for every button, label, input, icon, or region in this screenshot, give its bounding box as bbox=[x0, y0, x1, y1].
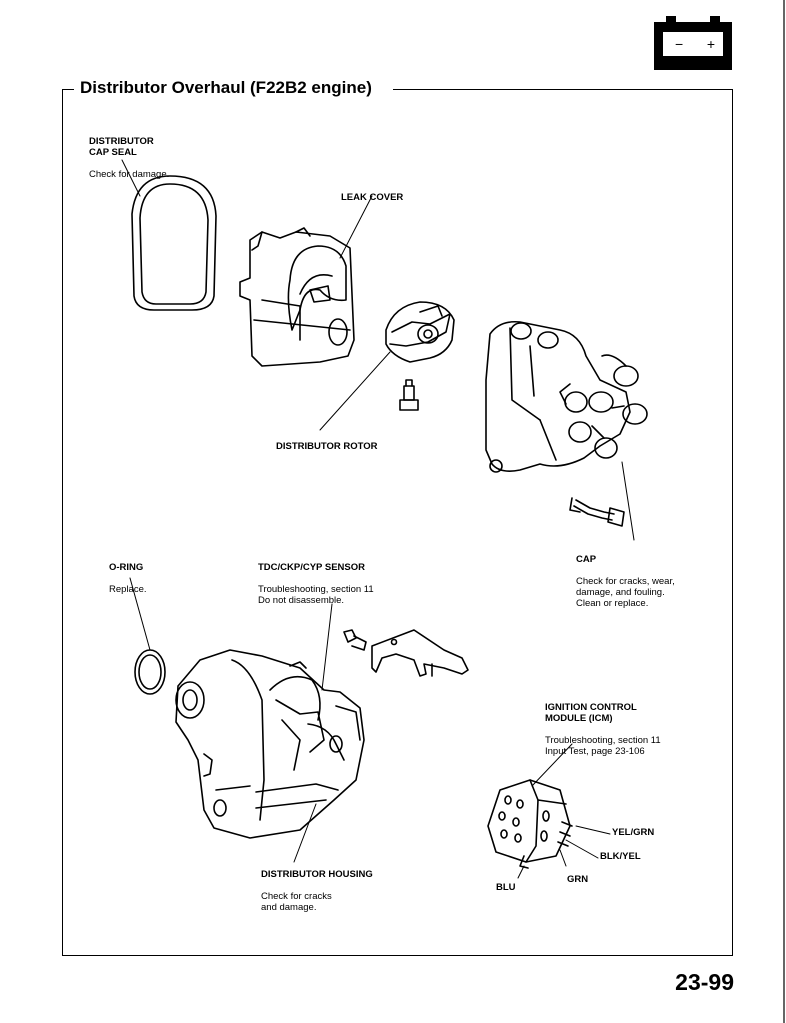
label-o-ring: O-RING Replace. bbox=[109, 551, 147, 606]
frame-top-left bbox=[62, 89, 74, 90]
label-wire-blk-yel: BLK/YEL bbox=[600, 851, 641, 862]
cap-screw bbox=[569, 497, 625, 527]
frame-top-right bbox=[393, 89, 732, 90]
label-sensor: TDC/CKP/CYP SENSOR Troubleshooting, sect… bbox=[258, 551, 374, 617]
label-rotor: DISTRIBUTOR ROTOR bbox=[276, 430, 378, 463]
distributor-rotor bbox=[385, 301, 455, 363]
label-cap-seal-desc: Check for damage. bbox=[89, 169, 170, 180]
label-cap-seal-heading: DISTRIBUTOR CAP SEAL bbox=[89, 136, 154, 158]
distributor-cap bbox=[485, 320, 648, 473]
ignition-control-module bbox=[487, 779, 573, 869]
label-o-ring-heading: O-RING bbox=[109, 562, 144, 573]
battery-icon: − + bbox=[654, 16, 732, 70]
label-wire-yel-grn: YEL/GRN bbox=[612, 827, 655, 838]
label-cap-heading: CAP bbox=[576, 554, 597, 565]
leader-lines bbox=[121, 159, 635, 879]
label-housing: DISTRIBUTOR HOUSING Check for cracks and… bbox=[261, 858, 373, 924]
label-wire-grn: GRN bbox=[567, 874, 589, 885]
distributor-housing bbox=[175, 649, 365, 839]
label-rotor-heading: DISTRIBUTOR ROTOR bbox=[276, 441, 378, 452]
label-icm-desc: Troubleshooting, section 11 Input Test, … bbox=[545, 735, 661, 757]
page-title: Distributor Overhaul (F22B2 engine) bbox=[80, 78, 372, 97]
rotor-screw bbox=[399, 379, 419, 411]
diagram-frame bbox=[62, 89, 733, 956]
bracket-screw bbox=[343, 629, 367, 651]
label-cap-desc: Check for cracks, wear, damage, and foul… bbox=[576, 576, 675, 609]
label-leak-cover: LEAK COVER bbox=[341, 181, 403, 214]
label-housing-heading: DISTRIBUTOR HOUSING bbox=[261, 869, 373, 880]
label-o-ring-desc: Replace. bbox=[109, 584, 147, 595]
label-cap: CAP Check for cracks, wear, damage, and … bbox=[576, 543, 675, 620]
battery-minus: − bbox=[675, 36, 684, 52]
sensor-bracket bbox=[371, 629, 469, 677]
o-ring bbox=[134, 649, 166, 695]
cap-seal-gasket bbox=[131, 175, 217, 311]
label-sensor-desc: Troubleshooting, section 11 Do not disas… bbox=[258, 584, 374, 606]
label-cap-seal: DISTRIBUTOR CAP SEAL Check for damage. bbox=[89, 125, 169, 191]
label-wire-blu: BLU bbox=[496, 882, 516, 893]
battery-terminal-left bbox=[666, 16, 676, 23]
battery-terminal-right bbox=[710, 16, 720, 23]
battery-plus: + bbox=[706, 36, 715, 52]
page-edge bbox=[783, 0, 785, 1023]
leak-cover bbox=[239, 227, 355, 367]
label-sensor-heading: TDC/CKP/CYP SENSOR bbox=[258, 562, 365, 573]
label-leak-cover-heading: LEAK COVER bbox=[341, 192, 404, 203]
page-number: 23-99 bbox=[675, 969, 734, 995]
label-housing-desc: Check for cracks and damage. bbox=[261, 891, 332, 913]
label-icm: IGNITION CONTROL MODULE (ICM) Troublesho… bbox=[545, 691, 661, 768]
label-icm-heading: IGNITION CONTROL MODULE (ICM) bbox=[545, 702, 637, 724]
battery-face: − + bbox=[663, 32, 723, 56]
